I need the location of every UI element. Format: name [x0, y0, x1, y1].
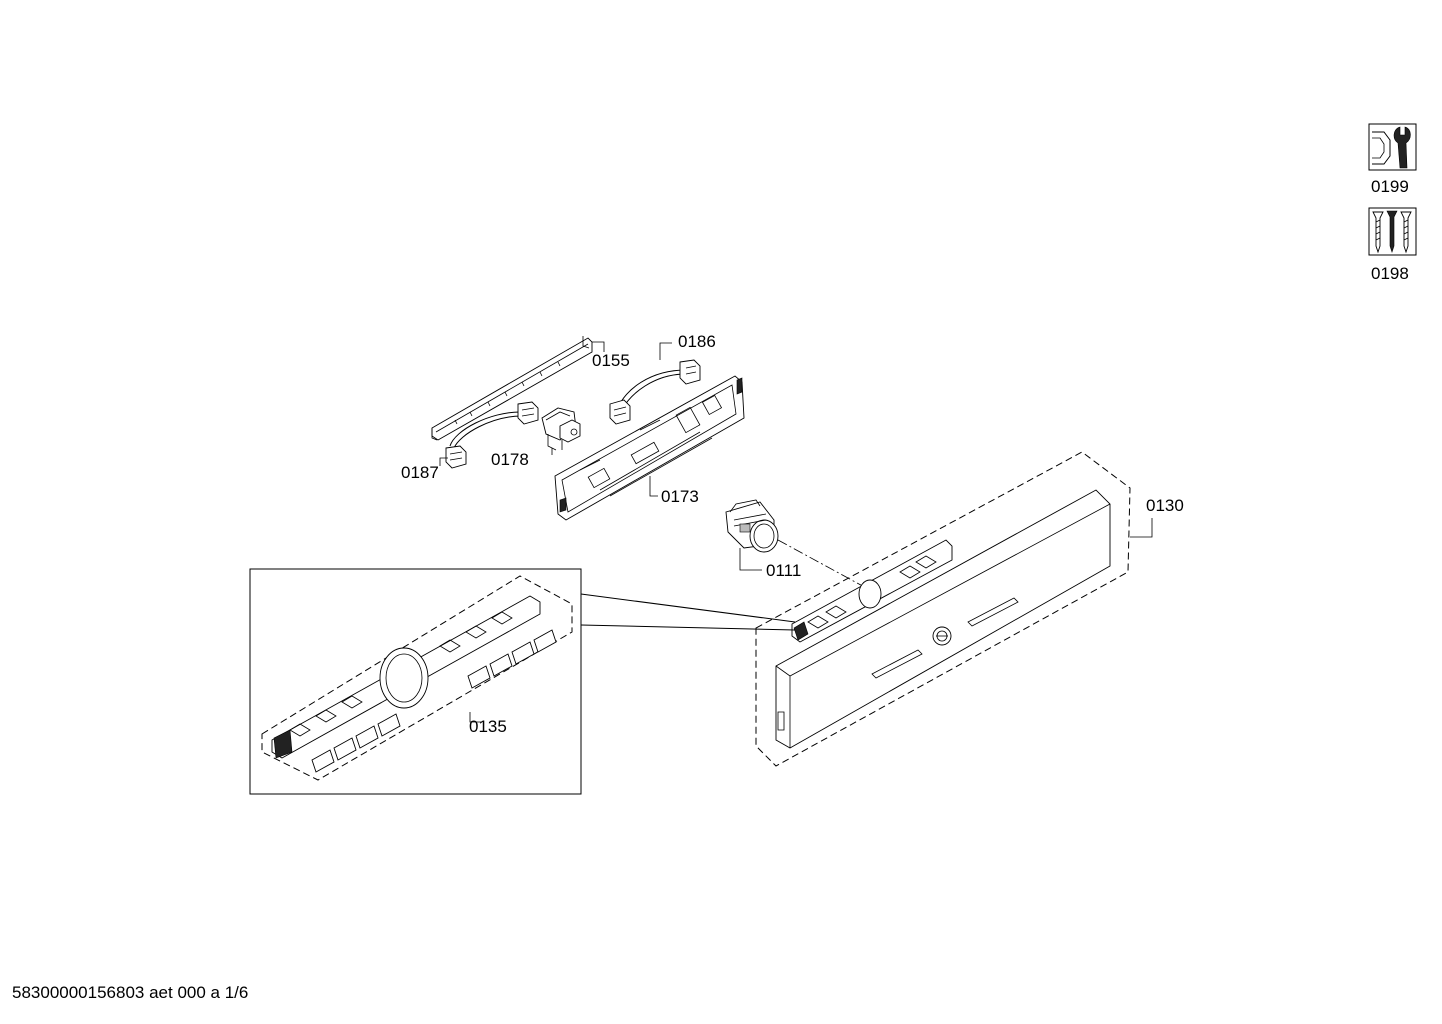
screws-icon [1368, 207, 1417, 256]
wrench-nut-icon [1368, 123, 1417, 171]
part-0111-knob [725, 499, 779, 571]
part-0178-switch [541, 407, 581, 455]
callout-0155: 0155 [592, 351, 630, 370]
callout-0173: 0173 [661, 487, 699, 506]
callout-0186: 0186 [678, 332, 716, 351]
part-0187-cable [439, 401, 539, 469]
part-0173-control-board [554, 375, 745, 521]
callout-0111: 0111 [766, 561, 802, 580]
callout-0198: 0198 [1371, 264, 1409, 283]
part-0130-front-panel [755, 451, 1153, 767]
callout-0130: 0130 [1146, 496, 1184, 515]
callout-0178: 0178 [491, 450, 529, 469]
callout-0135: 0135 [469, 717, 507, 736]
document-id-footer: 58300000156803 aet 000 a 1/6 [12, 983, 249, 1002]
callout-0187: 0187 [401, 463, 439, 482]
part-0155-bracket-rail [431, 336, 605, 441]
detail-inset-0135 [249, 568, 796, 795]
part-0186-cable [609, 342, 701, 425]
callout-0199: 0199 [1371, 177, 1409, 196]
